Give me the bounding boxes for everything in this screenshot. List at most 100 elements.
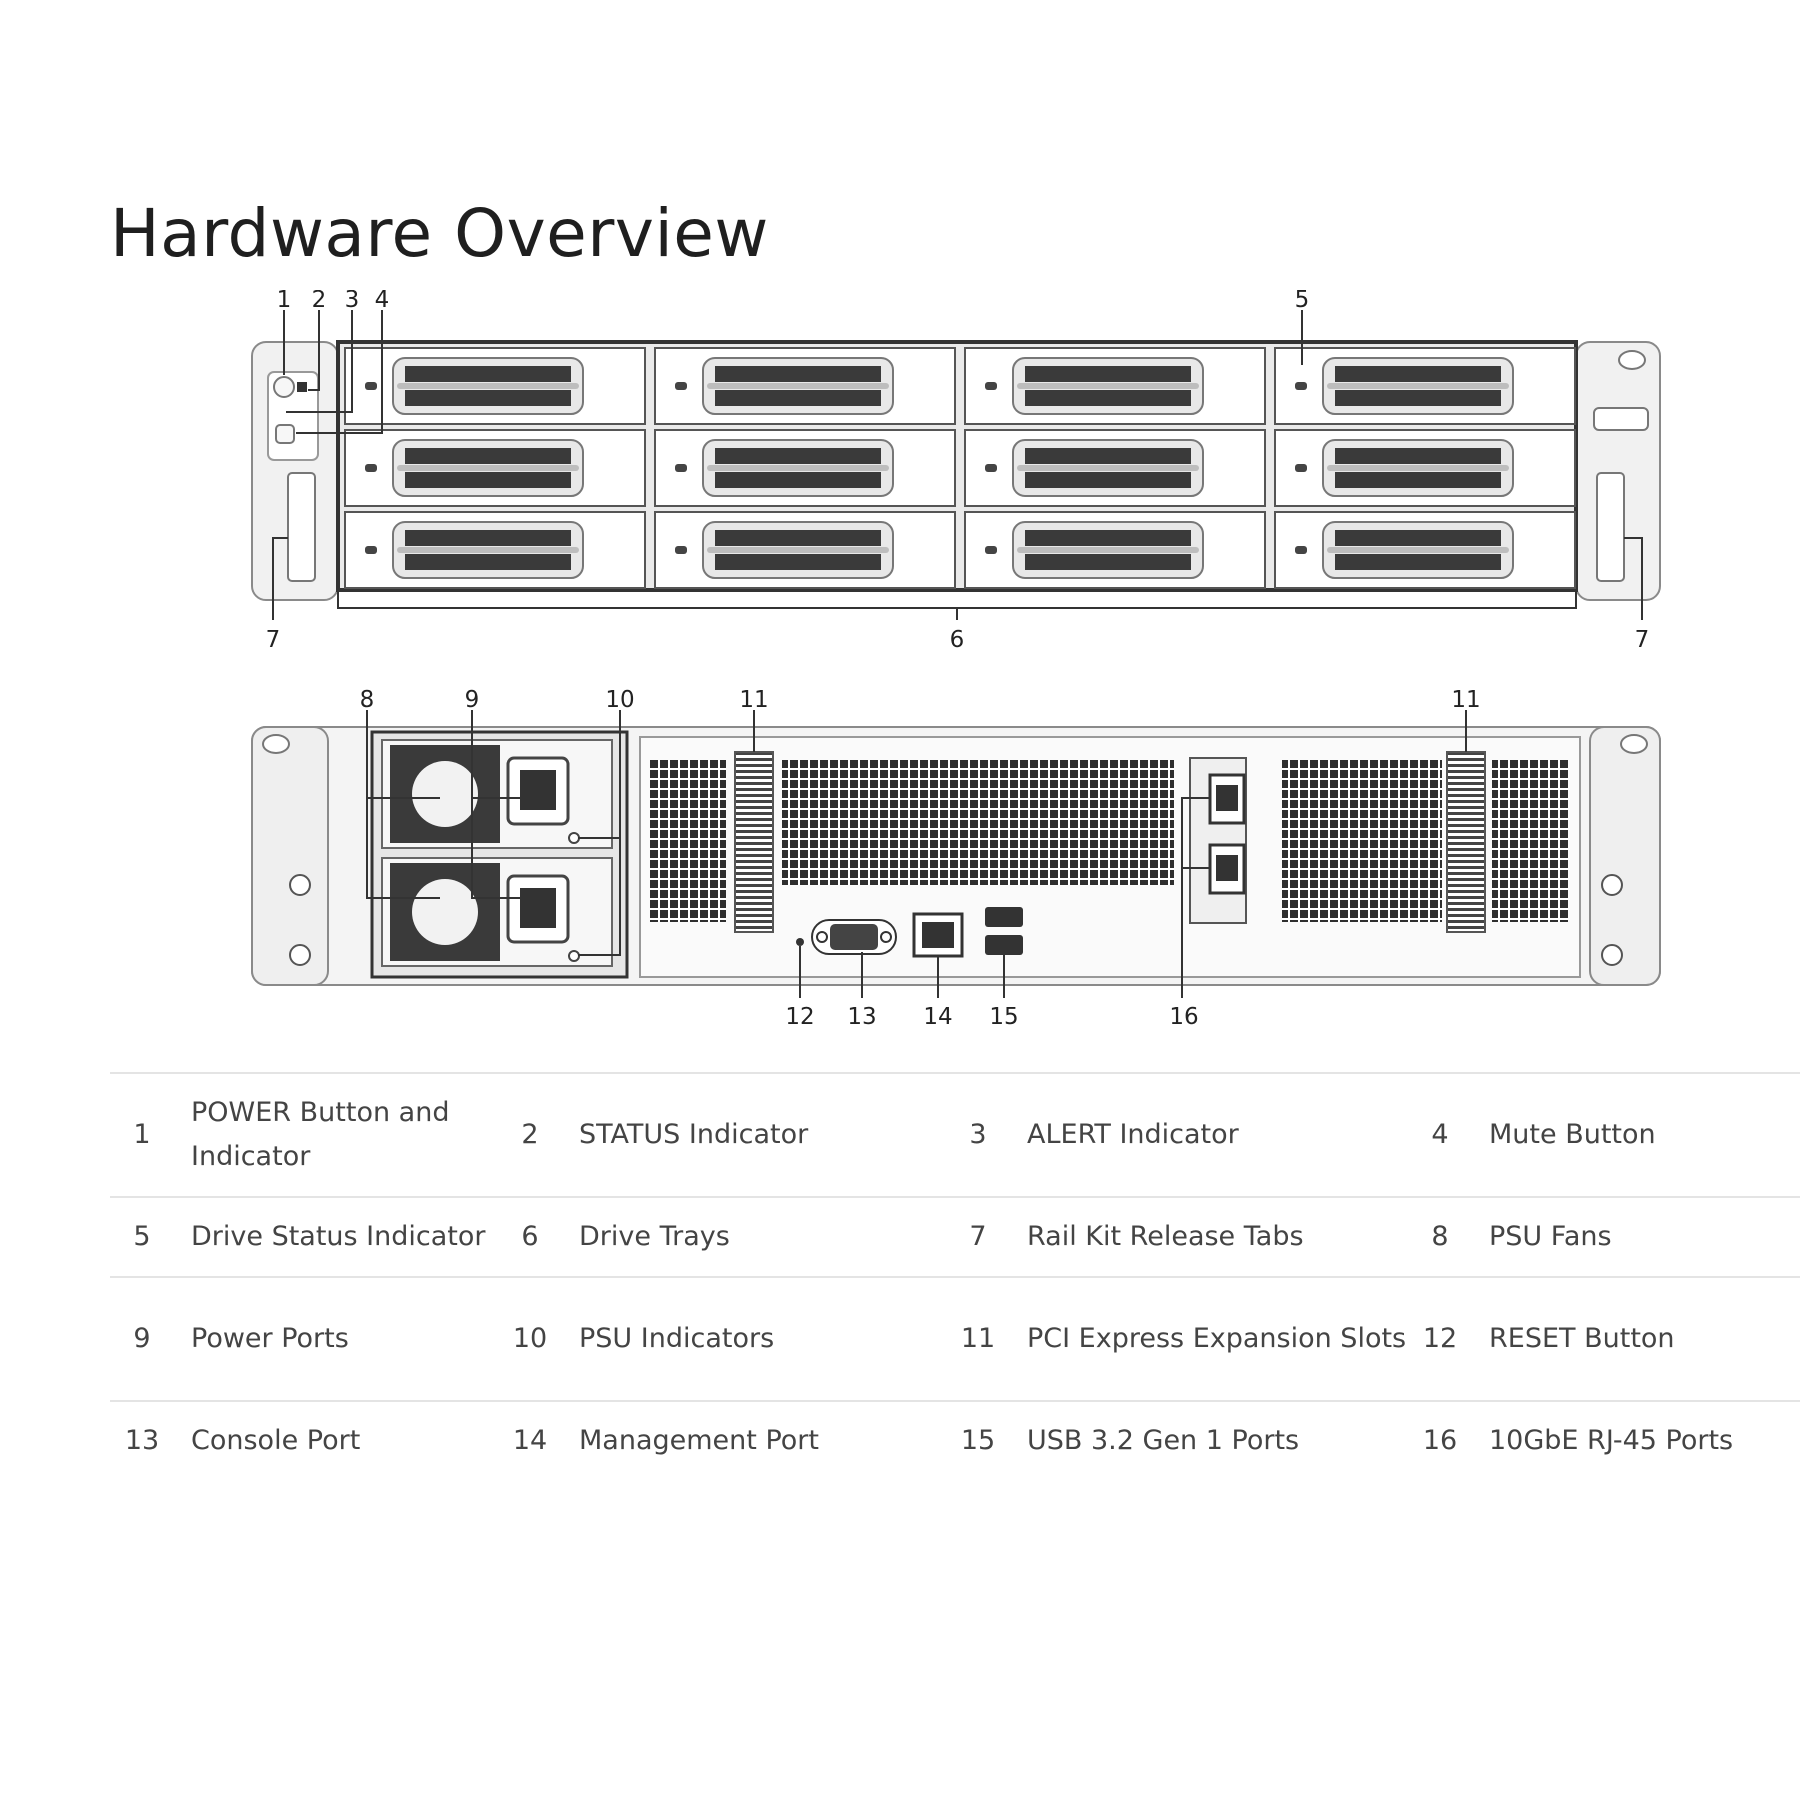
- callout-7-right: 7: [1635, 627, 1650, 653]
- rear-left-ear-hole: [262, 734, 290, 754]
- legend-label: Rail Kit Release Tabs: [1019, 1197, 1408, 1278]
- drive-tray[interactable]: [964, 511, 1266, 589]
- callout-5: 5: [1295, 290, 1310, 313]
- callout-11-left: 11: [739, 687, 768, 713]
- center-fan-grille: [782, 760, 1174, 885]
- drive-tray[interactable]: [654, 347, 956, 425]
- rear-left-screw-icon: [289, 874, 311, 896]
- callout-7-left: 7: [266, 627, 281, 653]
- drive-tray[interactable]: [1274, 511, 1576, 589]
- drive-status-led-icon: [1295, 546, 1307, 554]
- legend-row: 13 Console Port 14 Management Port 15 US…: [110, 1401, 1800, 1480]
- pcie-slot-right: [1446, 751, 1486, 933]
- drive-status-led-icon: [985, 464, 997, 472]
- callout-16: 16: [1169, 1004, 1198, 1030]
- legend-num: 13: [124, 1425, 160, 1456]
- drive-tray[interactable]: [654, 429, 956, 507]
- console-port-icon: [811, 919, 897, 955]
- usb-ports-icon: [985, 907, 1023, 955]
- drive-status-led-icon: [1295, 382, 1307, 390]
- front-panel: 1 2 3 4 5 6 7 7: [251, 290, 1661, 653]
- legend-num: 11: [946, 1277, 1019, 1402]
- legend-label: PCI Express Expansion Slots: [1019, 1277, 1408, 1402]
- page-title: Hardware Overview: [110, 195, 769, 272]
- legend-num: 8: [1408, 1197, 1481, 1278]
- front-leader-lines: [272, 310, 1643, 620]
- legend-label: Console Port: [191, 1425, 361, 1456]
- legend-label: POWER Button and Indicator: [183, 1072, 498, 1198]
- callout-10: 10: [605, 687, 634, 713]
- legend-num: 15: [960, 1425, 996, 1456]
- drive-tray[interactable]: [964, 347, 1266, 425]
- drive-status-led-icon: [985, 382, 997, 390]
- legend-num: 9: [110, 1277, 183, 1402]
- callout-13: 13: [847, 1004, 876, 1030]
- legend-row: 1 POWER Button and Indicator 2 STATUS In…: [110, 1072, 1800, 1198]
- drive-tray[interactable]: [964, 429, 1266, 507]
- drive-status-led-icon: [365, 546, 377, 554]
- drive-tray[interactable]: [1274, 429, 1576, 507]
- legend-label: USB 3.2 Gen 1 Ports: [1027, 1425, 1300, 1456]
- legend-label: Mute Button: [1481, 1072, 1800, 1198]
- drive-status-led-icon: [675, 382, 687, 390]
- legend-num: 3: [946, 1072, 1019, 1198]
- pcie-slot-left: [734, 751, 774, 933]
- callout-6: 6: [950, 627, 965, 653]
- reset-button-icon: [796, 938, 804, 946]
- management-port-icon: [912, 912, 964, 958]
- legend-label: Drive Status Indicator: [183, 1197, 498, 1278]
- drive-status-led-icon: [985, 546, 997, 554]
- hardware-diagram: 1 2 3 4 5 6 7 7: [251, 290, 1661, 1030]
- callout-8: 8: [360, 687, 375, 713]
- legend-num: 10: [498, 1277, 571, 1402]
- drive-status-led-icon: [675, 464, 687, 472]
- model-badge: [1593, 407, 1649, 431]
- left-fan-grille: [650, 760, 726, 922]
- drive-tray[interactable]: [1274, 347, 1576, 425]
- drive-trays: [344, 347, 1576, 589]
- callout-11-right: 11: [1451, 687, 1480, 713]
- rear-right-screw-icon: [1601, 874, 1623, 896]
- drive-tray[interactable]: [344, 347, 646, 425]
- component-legend-table: 1 POWER Button and Indicator 2 STATUS In…: [110, 1072, 1800, 1480]
- drive-tray[interactable]: [344, 429, 646, 507]
- drive-status-led-icon: [675, 546, 687, 554]
- psu-1: [381, 739, 613, 849]
- rear-left-rack-ear: [251, 726, 329, 986]
- legend-label: Power Ports: [183, 1277, 498, 1402]
- legend-label: PSU Fans: [1481, 1197, 1800, 1278]
- right-fan-grille-2: [1492, 760, 1568, 922]
- drive-tray[interactable]: [344, 511, 646, 589]
- power-button-icon: [273, 376, 295, 398]
- mute-button-icon: [275, 424, 295, 444]
- legend-num: 12: [1408, 1277, 1481, 1402]
- callout-4: 4: [375, 290, 390, 313]
- legend-label: RESET Button: [1481, 1277, 1800, 1402]
- legend-label: Drive Trays: [571, 1197, 946, 1278]
- callout-2: 2: [312, 290, 327, 313]
- rear-right-rack-ear: [1589, 726, 1661, 986]
- legend-row: 9 Power Ports 10 PSU Indicators 11 PCI E…: [110, 1277, 1800, 1402]
- legend-num: 6: [498, 1197, 571, 1278]
- rear-panel: 8 9 10 11 11 12 13 14 15 16: [251, 687, 1661, 1030]
- psu-2: [381, 857, 613, 967]
- legend-row: 5 Drive Status Indicator 6 Drive Trays 7…: [110, 1197, 1800, 1278]
- status-led-icon: [297, 382, 307, 392]
- drive-status-led-icon: [365, 464, 377, 472]
- psu-1-indicator-icon: [568, 832, 580, 844]
- front-right-rail-tab: [1596, 472, 1625, 582]
- right-fan-grille: [1282, 760, 1442, 922]
- legend-num: 1: [110, 1072, 183, 1198]
- front-right-ear-hole: [1618, 350, 1646, 370]
- drive-status-led-icon: [365, 382, 377, 390]
- legend-num: 5: [110, 1197, 183, 1278]
- legend-label: Management Port: [579, 1425, 819, 1456]
- front-left-rail-tab: [287, 472, 316, 582]
- legend-num: 16: [1422, 1425, 1458, 1456]
- legend-num: 14: [512, 1425, 548, 1456]
- legend-num: 7: [946, 1197, 1019, 1278]
- callout-1: 1: [277, 290, 292, 313]
- drive-status-led-icon: [1295, 464, 1307, 472]
- drive-tray[interactable]: [654, 511, 956, 589]
- legend-label: 10GbE RJ-45 Ports: [1489, 1425, 1734, 1456]
